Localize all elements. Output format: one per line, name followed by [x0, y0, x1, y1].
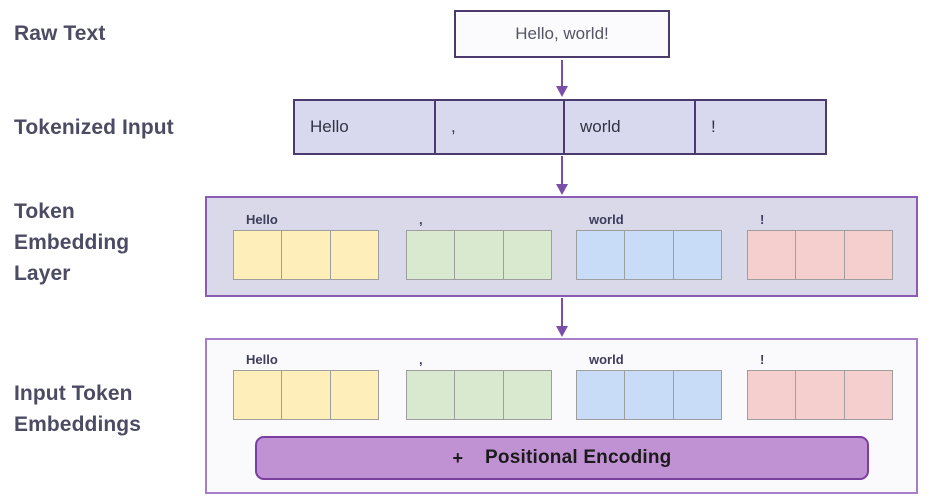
embedding-group: world	[576, 350, 722, 420]
arrow-down-icon-raw-to-tokenized	[555, 60, 569, 98]
raw-text-box: Hello, world!	[454, 10, 670, 58]
token-cell: world	[565, 101, 696, 153]
embedding-group: Hello	[233, 210, 379, 280]
embedding-vector	[747, 230, 893, 280]
embedding-group: Hello	[233, 350, 379, 420]
embedding-slot	[625, 231, 674, 279]
embedding-vector	[233, 370, 379, 420]
embedding-group-label: ,	[419, 212, 423, 227]
embedding-slot	[407, 371, 456, 419]
embedding-slot	[503, 371, 551, 419]
embedding-group: !	[747, 210, 893, 280]
embedding-group: ,	[406, 210, 552, 280]
embedding-group-label: !	[760, 212, 765, 227]
stage-label-token-embedding-layer: Token Embedding Layer	[14, 200, 130, 285]
tokenized-input-row: Hello , world !	[293, 99, 827, 155]
arrow-down-icon-tokenized-to-embedding	[555, 156, 569, 196]
embedding-group-label: Hello	[246, 352, 278, 367]
embedding-group-label: Hello	[246, 212, 278, 227]
embedding-slot	[455, 231, 504, 279]
arrow-shaft	[561, 60, 563, 87]
embedding-group-label: world	[589, 352, 624, 367]
stage-label-input-token-embeddings: Input Token Embeddings	[14, 382, 142, 436]
embedding-slot	[577, 371, 626, 419]
embedding-group: !	[747, 350, 893, 420]
token-cell: Hello	[295, 101, 436, 153]
stage-label-raw-text: Raw Text	[14, 22, 106, 45]
token-embedding-layer-panel: Hello , world !	[205, 196, 918, 297]
embedding-slot	[503, 231, 551, 279]
embedding-slot	[844, 231, 892, 279]
token-cell: !	[696, 101, 825, 153]
positional-encoding-label: Positional Encoding	[485, 447, 672, 468]
embedding-slot	[282, 371, 331, 419]
plus-operator: +	[452, 447, 464, 468]
embedding-vector	[233, 230, 379, 280]
embedding-slot	[796, 231, 845, 279]
embedding-group: world	[576, 210, 722, 280]
embedding-group-label: ,	[419, 352, 423, 367]
raw-text-value: Hello, world!	[515, 24, 609, 43]
embedding-group: ,	[406, 350, 552, 420]
positional-encoding-bar: + Positional Encoding	[255, 436, 869, 480]
embedding-group-label: world	[589, 212, 624, 227]
arrow-head	[556, 326, 568, 337]
embedding-slot	[407, 231, 456, 279]
embedding-slot	[748, 371, 797, 419]
embedding-slot	[330, 371, 378, 419]
embedding-slot	[577, 231, 626, 279]
embedding-vector	[747, 370, 893, 420]
embedding-vector	[406, 370, 552, 420]
input-token-embeddings-panel: Hello , world !	[205, 338, 918, 494]
embedding-slot	[673, 371, 721, 419]
embedding-slot	[625, 371, 674, 419]
embedding-vector	[576, 230, 722, 280]
arrow-head	[556, 86, 568, 97]
embedding-slot	[844, 371, 892, 419]
embedding-slot	[282, 231, 331, 279]
token-cell: ,	[436, 101, 565, 153]
arrow-down-icon-embedding-to-input	[555, 298, 569, 338]
embedding-slot	[796, 371, 845, 419]
embedding-slot	[673, 231, 721, 279]
embedding-slot	[234, 371, 283, 419]
embedding-slot	[234, 231, 283, 279]
arrow-shaft	[561, 156, 563, 185]
embedding-vector	[406, 230, 552, 280]
stage-label-tokenized-input: Tokenized Input	[14, 116, 174, 139]
embedding-group-label: !	[760, 352, 765, 367]
embedding-vector	[576, 370, 722, 420]
embedding-slot	[330, 231, 378, 279]
embedding-slot	[748, 231, 797, 279]
arrow-shaft	[561, 298, 563, 327]
embedding-slot	[455, 371, 504, 419]
arrow-head	[556, 184, 568, 195]
